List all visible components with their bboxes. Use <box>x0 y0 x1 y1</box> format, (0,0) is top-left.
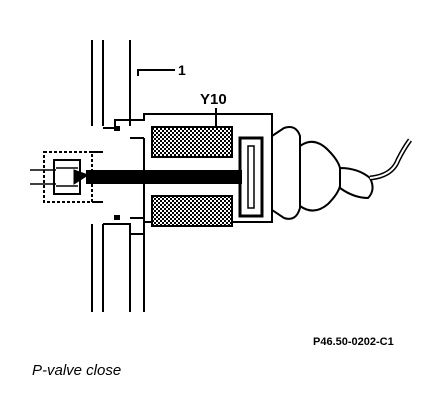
callout-leader <box>137 69 175 76</box>
armature <box>238 136 264 218</box>
connector-plug <box>271 126 374 220</box>
reference-code: P46.50-0202-C1 <box>313 336 394 348</box>
valve-stem <box>86 170 242 184</box>
coil-winding-top <box>151 126 233 158</box>
callout-number-1: 1 <box>178 62 186 78</box>
cable-inner <box>369 139 411 179</box>
coil-winding-bottom <box>151 195 233 227</box>
seat-marks <box>114 126 120 220</box>
component-label-y10: Y10 <box>200 91 227 108</box>
valve-seat <box>30 151 103 203</box>
caption: P-valve close <box>32 362 122 379</box>
